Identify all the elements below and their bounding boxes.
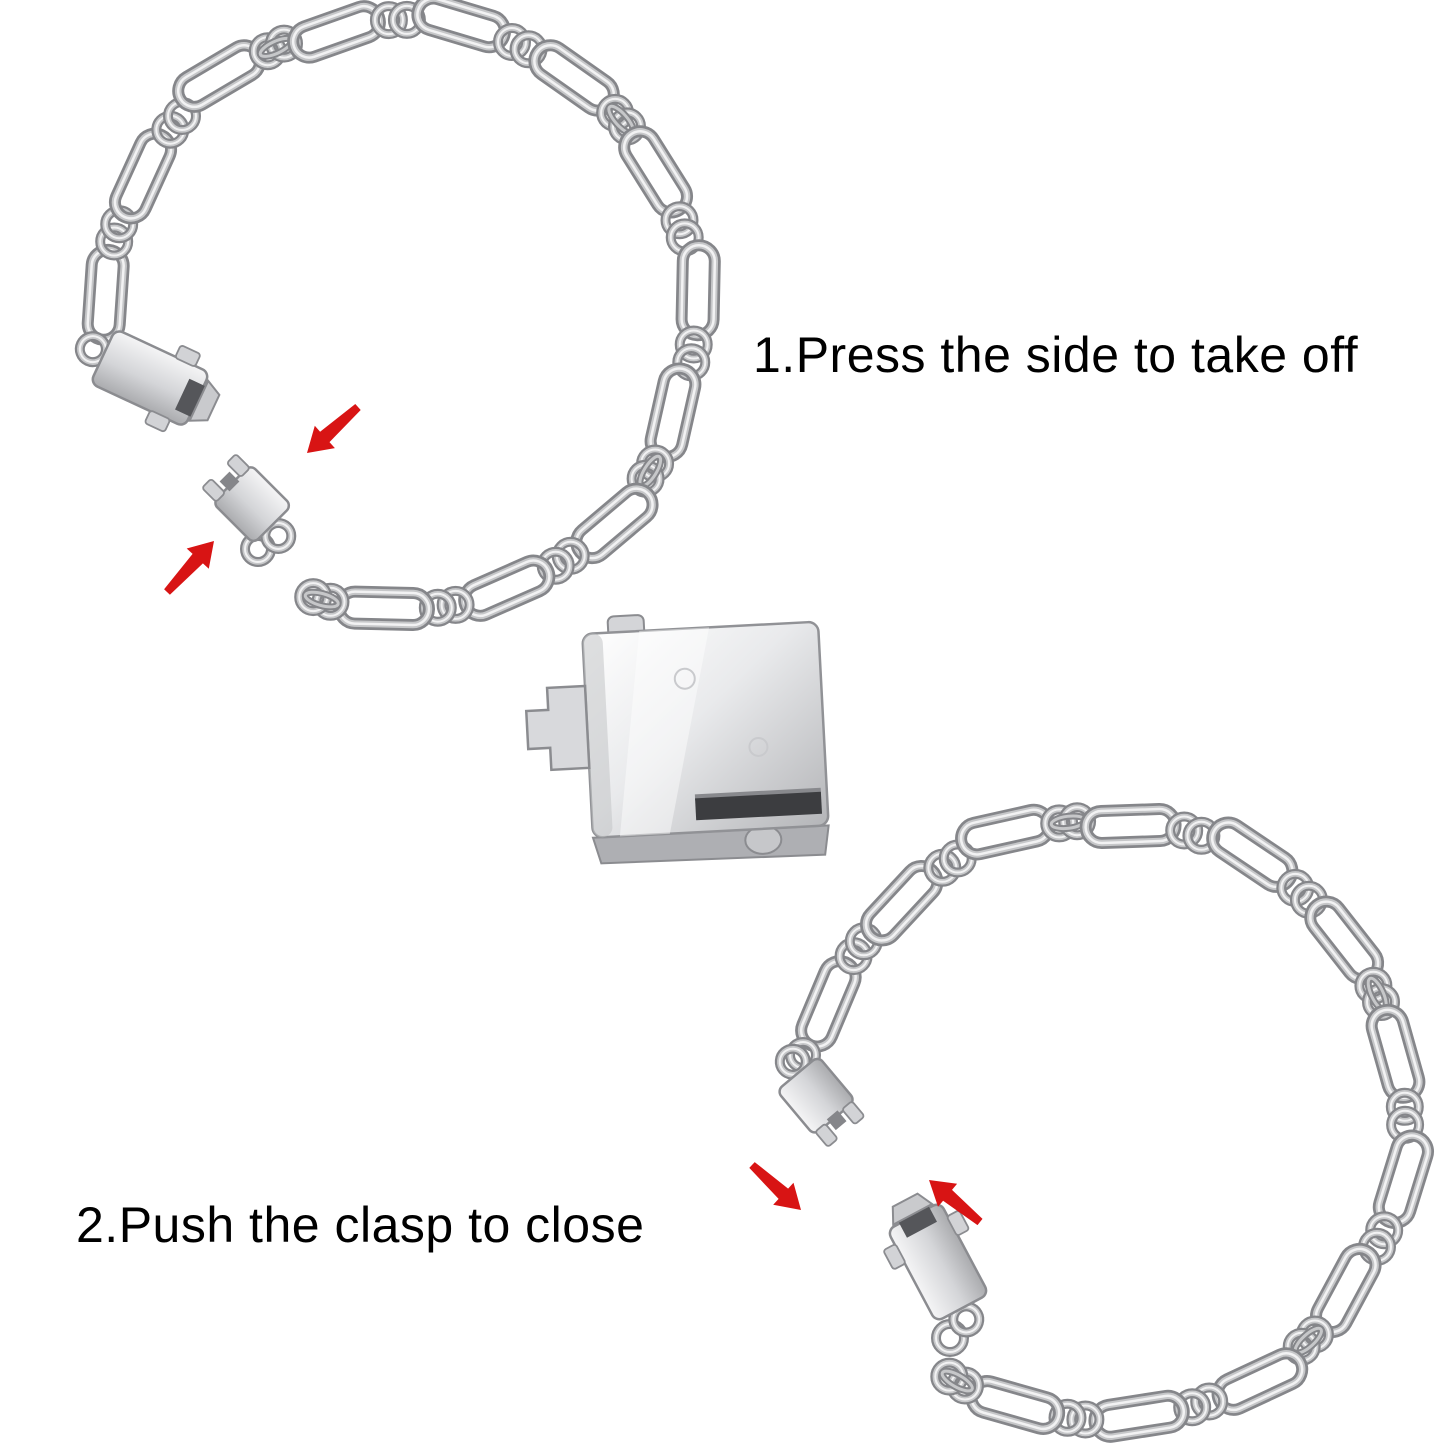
chain-ring [95,222,134,261]
press-arrow-lower [164,541,214,595]
clasp-surface-mark [748,736,769,757]
chain-ring [674,325,713,364]
clasp-closeup [524,614,830,865]
chain-ring [369,1,408,40]
open-bracelet-chain [74,0,721,632]
chain-ring [436,585,475,624]
closing-bracelet-chain [774,802,1434,1443]
clasp-slot [695,791,823,821]
push-arrow-right [929,1180,983,1226]
clasp-receiver-closing [883,1192,988,1338]
chain-ring [1165,811,1204,850]
chain-ring [1066,1400,1105,1439]
step2-label: 2.Push the clasp to close [76,1197,645,1253]
chain-long-link [955,803,1056,861]
chain-long-link [1365,1003,1426,1104]
chain-ring [1040,804,1079,843]
clasp-receiver-open [74,330,221,433]
chain-long-link [287,0,386,64]
chain-long-link [1088,1389,1190,1443]
clasp-side-button [524,684,591,772]
clasp-tongue-closing [774,1043,865,1147]
step1-label: 1.Press the side to take off [753,327,1359,383]
clasp-tongue-open [202,454,297,554]
chain-long-link [81,243,130,346]
chain-ring [1385,1087,1424,1126]
chain-long-link [333,585,435,632]
chain-long-link [1079,803,1182,849]
chain-long-link [675,239,721,342]
red-arrows [164,404,983,1226]
clasp-surface-mark [673,667,696,690]
press-arrow-upper [307,404,361,453]
push-arrow-left [749,1162,801,1210]
clasp-reflection [619,627,710,837]
chain-ring [660,201,699,240]
clasp-left-shade [582,633,613,838]
